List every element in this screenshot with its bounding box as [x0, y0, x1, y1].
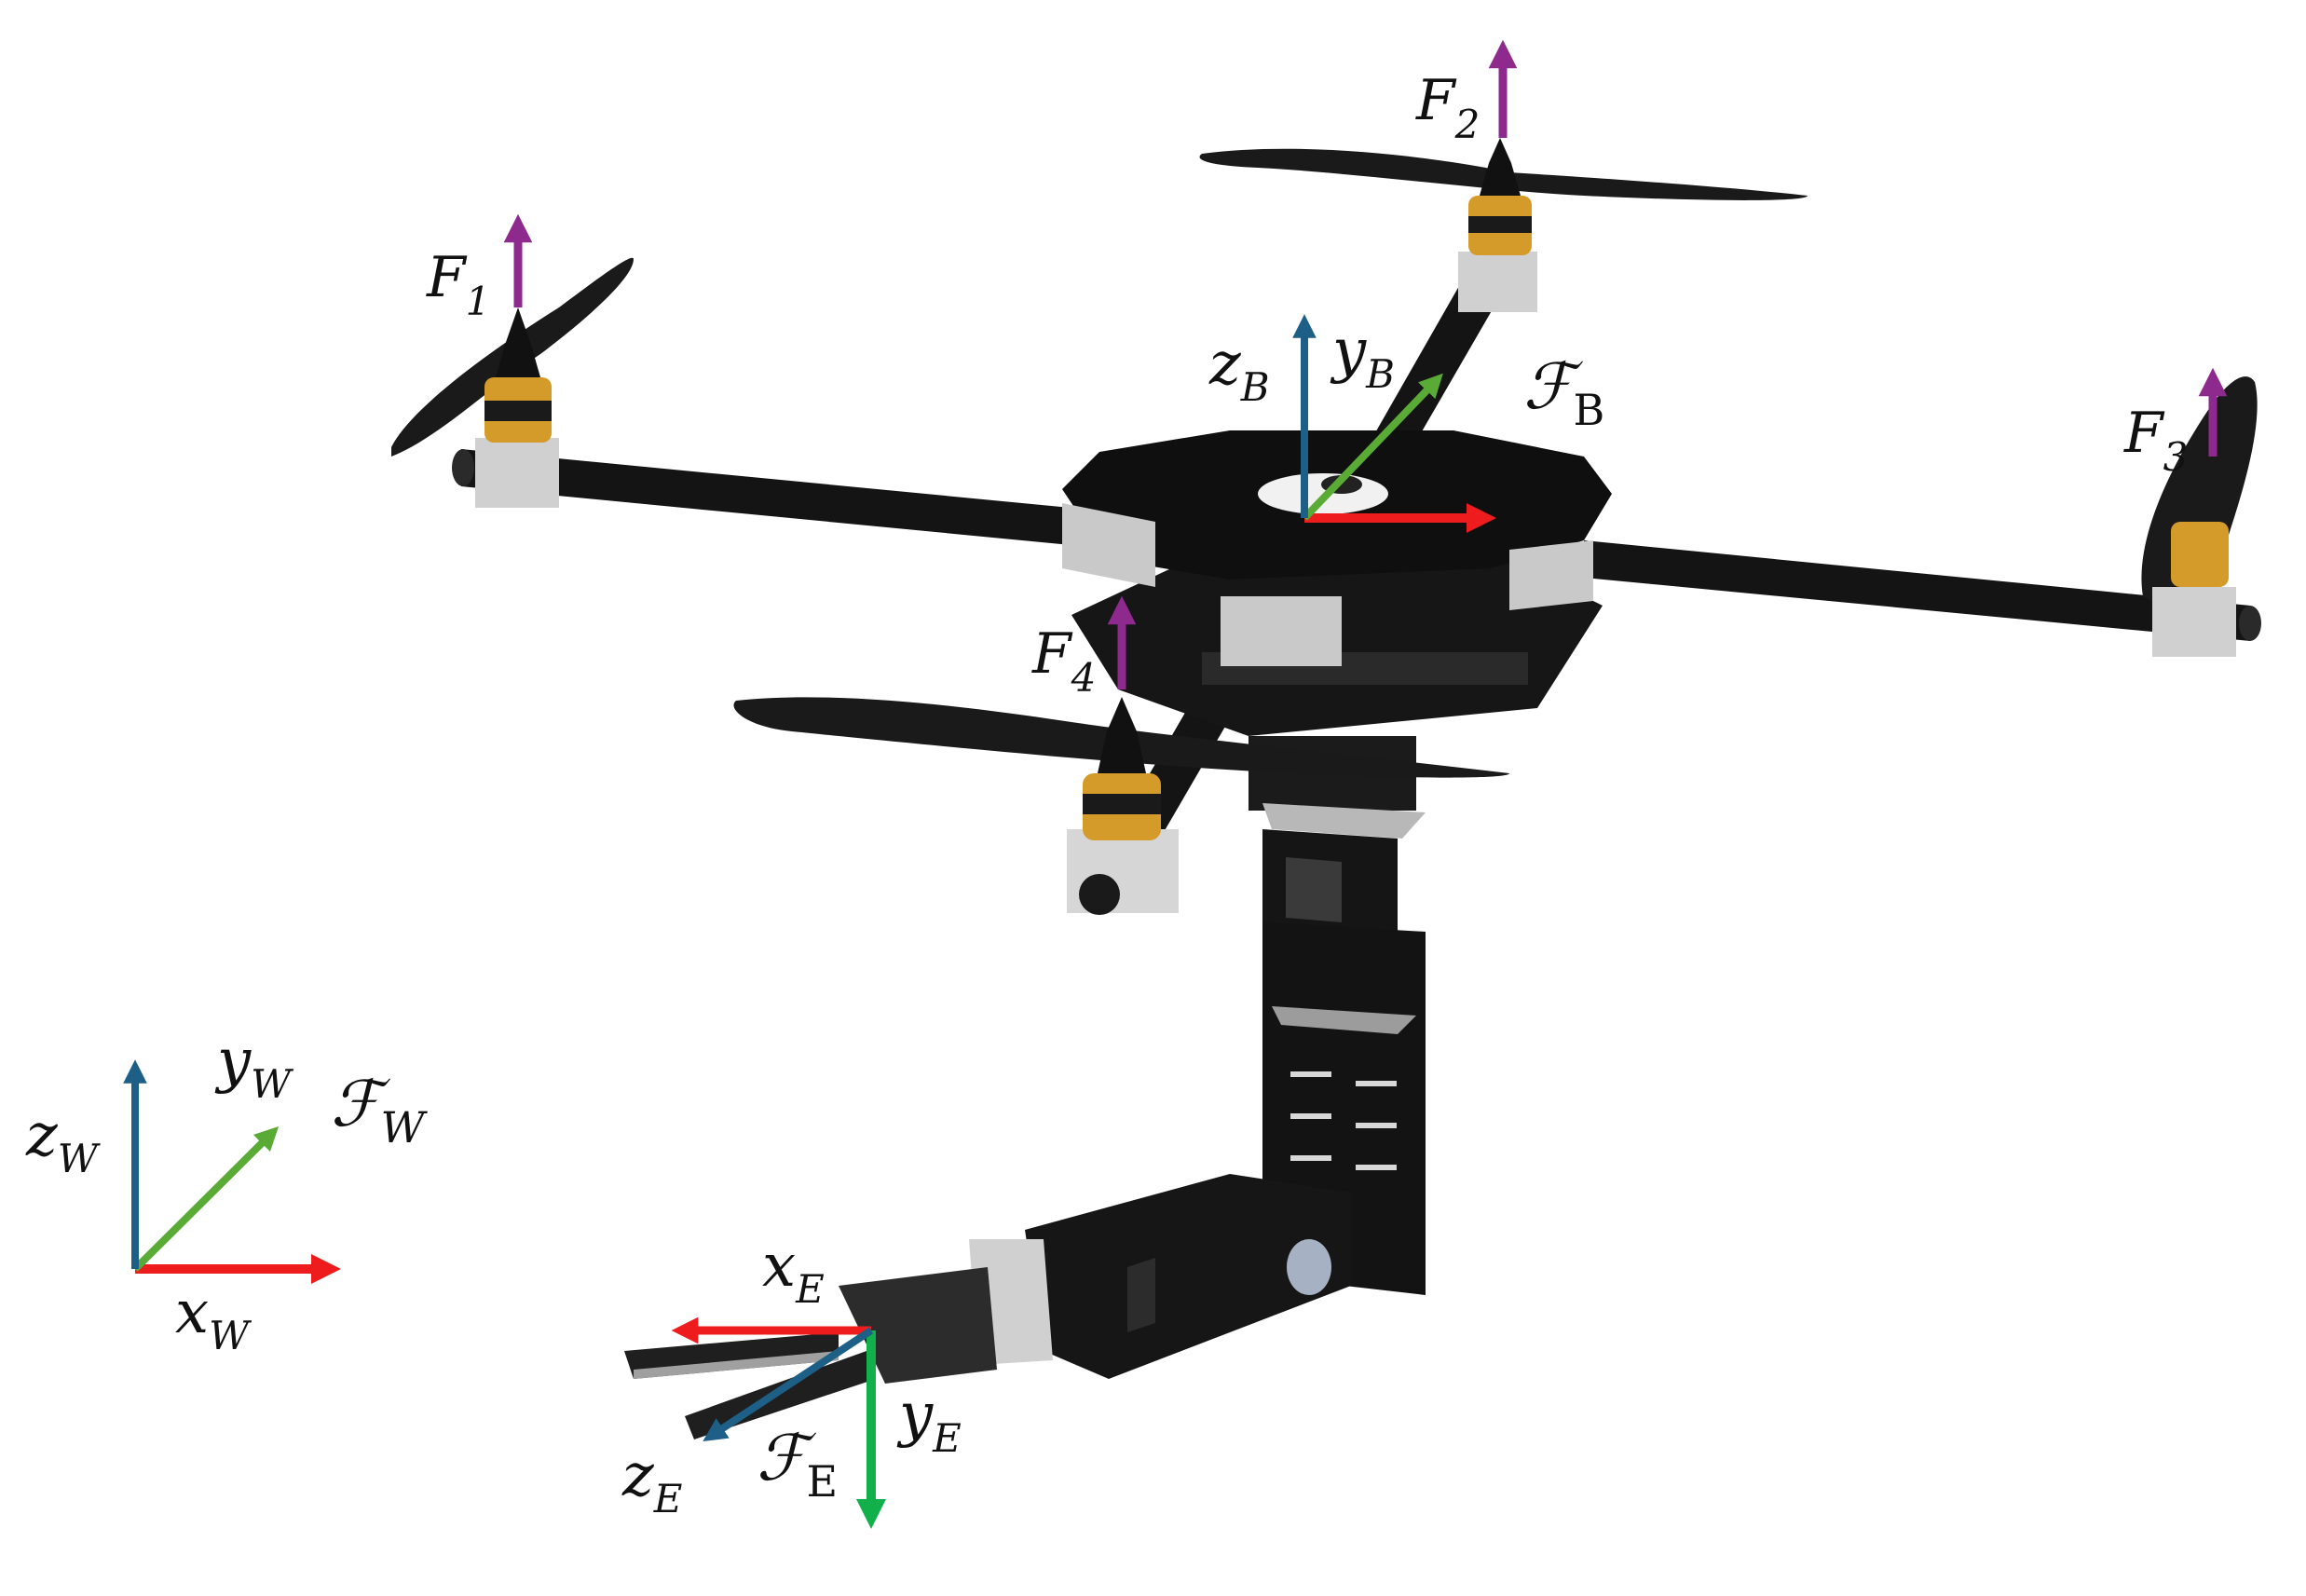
label-f1: F1 [426, 245, 490, 324]
arm-right [1584, 540, 2250, 641]
label-f4: F4 [1031, 621, 1096, 701]
clamp-front [1221, 596, 1342, 666]
rotor-4-spinner [1098, 697, 1146, 773]
world-frame [123, 1059, 342, 1285]
label-body-y: yB [1330, 317, 1395, 397]
rotor-1-mount [475, 438, 559, 508]
label-world-z: zW [25, 1101, 102, 1181]
label-ee-z: zE [621, 1441, 682, 1521]
rotor-2-motor-band [1468, 216, 1532, 233]
arm-link-3-slots [1127, 1258, 1155, 1332]
label-body-z: zB [1208, 330, 1270, 410]
label-f3: F3 [2123, 401, 2188, 480]
rotor-3-mount [2152, 587, 2236, 657]
gripper-body [839, 1267, 997, 1384]
body-frame [1292, 314, 1497, 534]
clamp-right [1509, 540, 1593, 610]
gripper-finger-top-edge [634, 1351, 839, 1379]
rotor-1-spinner [496, 307, 540, 377]
arm-mount-plate [1262, 803, 1426, 839]
rotor-4-camera [1079, 874, 1120, 915]
rotor-1 [391, 257, 634, 508]
arm-slots [1290, 1071, 1397, 1170]
rotor-2-spinner [1480, 138, 1521, 196]
world-y-axis [132, 1125, 280, 1272]
rotor-4 [733, 697, 1509, 915]
rotor-3-blade [2141, 376, 2258, 603]
arm-link-3 [1025, 1174, 1351, 1379]
label-world-frame: ℱW [331, 1068, 428, 1153]
label-world-y: yW [214, 1027, 294, 1107]
manipulator-arm [624, 829, 1426, 1439]
label-body-frame: ℱB [1523, 350, 1604, 435]
arm-servo-1 [1286, 857, 1342, 922]
arm-left [461, 449, 1099, 548]
rotor-4-motor-band [1083, 794, 1161, 814]
ee-z-axis [703, 1327, 874, 1442]
arm-right-end [2239, 606, 2261, 641]
arm-link-2-bracket [1272, 1006, 1416, 1034]
clamp-left [1062, 503, 1155, 587]
label-ee-frame: ℱE [757, 1422, 838, 1507]
rotor-3 [2141, 376, 2258, 657]
arm-left-end [452, 449, 474, 486]
rotor-3-motor [2171, 522, 2229, 587]
arm-joint-2 [1287, 1239, 1331, 1295]
end-effector-frame [671, 1316, 887, 1530]
rotor-2-mount [1458, 252, 1537, 312]
label-ee-y: yE [896, 1381, 962, 1461]
label-ee-x: xE [762, 1232, 825, 1312]
label-f2: F2 [1415, 68, 1480, 147]
rotor-1-motor-band [484, 401, 552, 421]
rotor-2 [1199, 138, 1808, 312]
label-world-x: xW [175, 1278, 252, 1358]
body-y-axis [1302, 373, 1443, 521]
